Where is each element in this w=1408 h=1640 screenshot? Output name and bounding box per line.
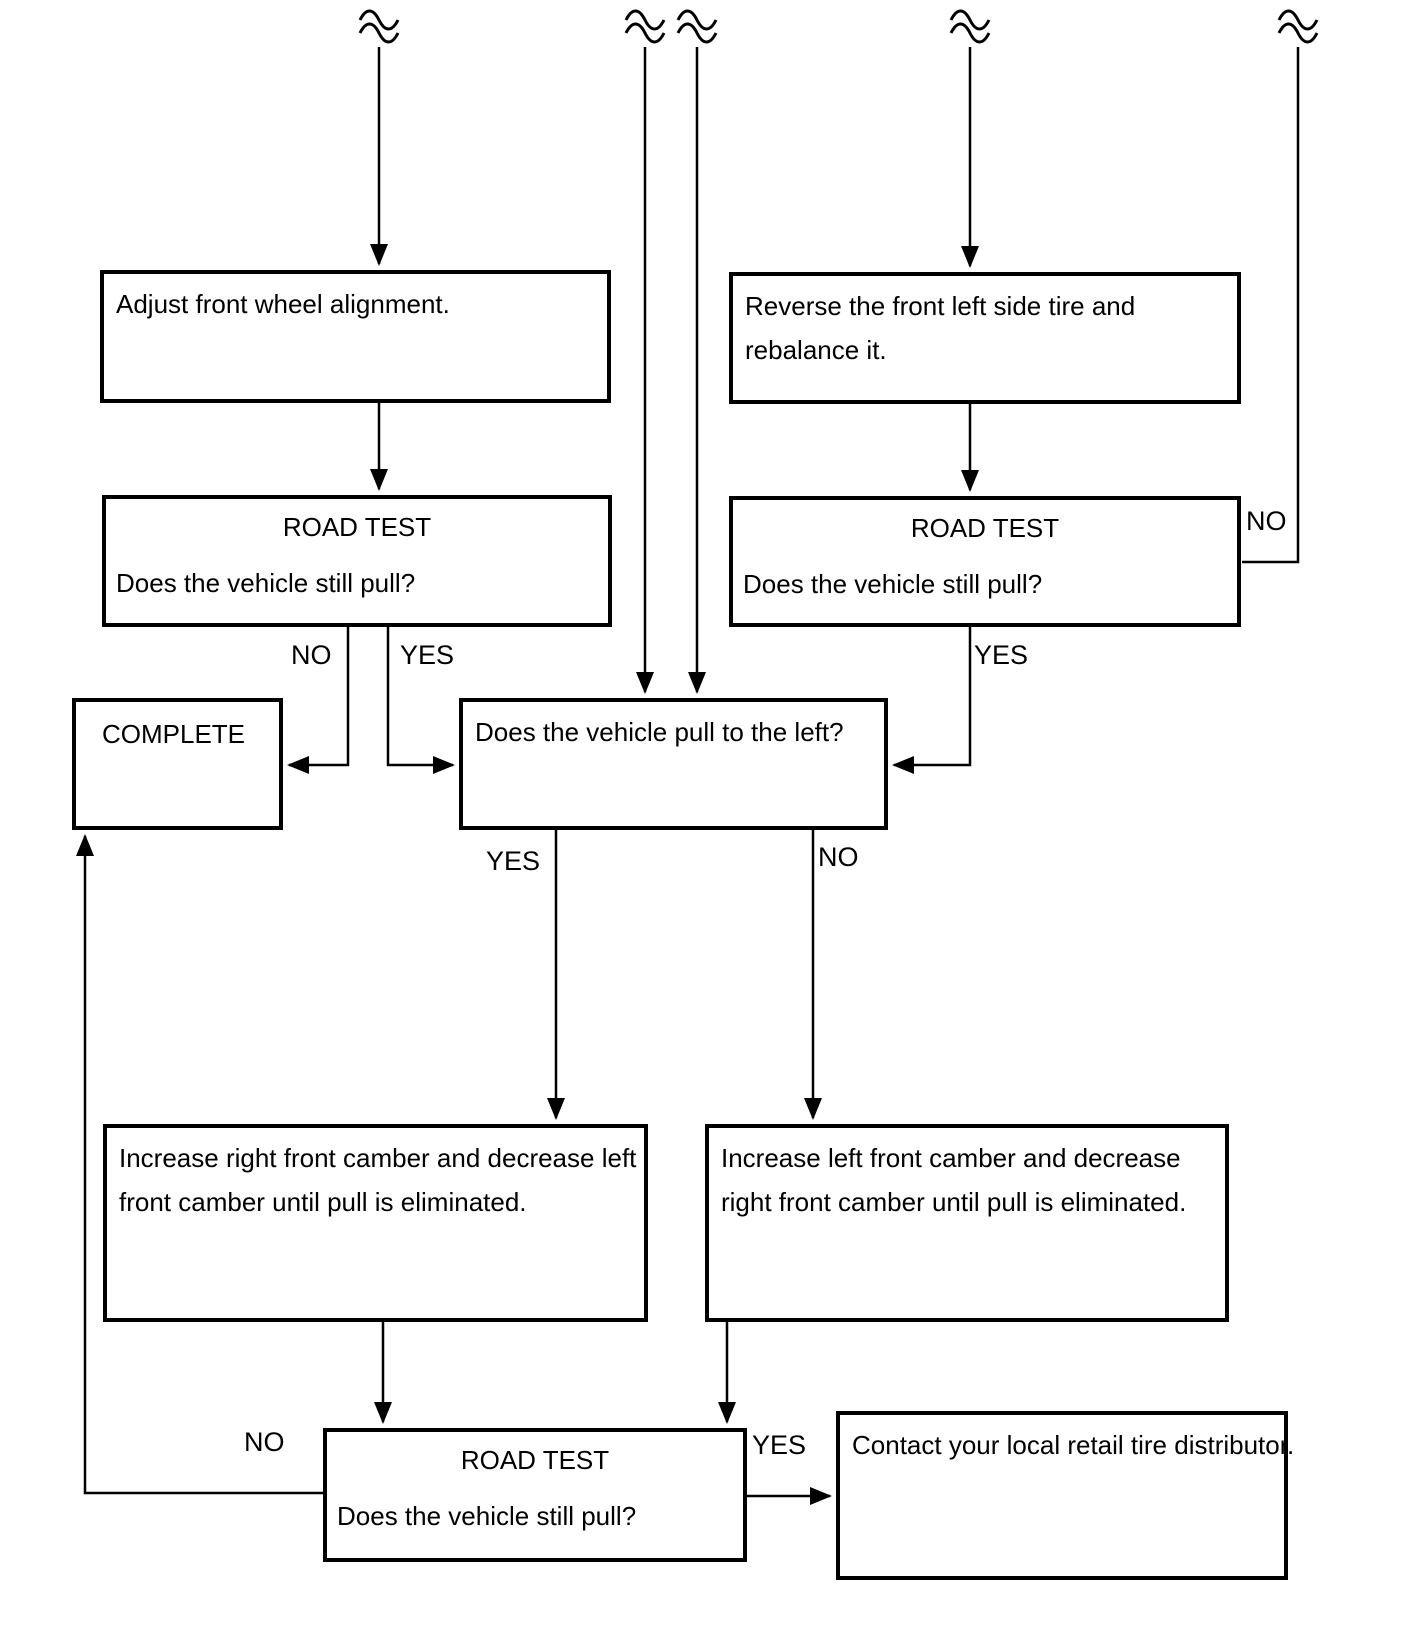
box-pull-left-question: Does the vehicle pull to the left?: [459, 698, 888, 830]
box-road-test-left: ROAD TEST Does the vehicle still pull?: [102, 495, 612, 627]
box-road-test-left-question: Does the vehicle still pull?: [116, 568, 416, 598]
label-road-test-left-no: NO: [291, 640, 332, 670]
box-camber-left-line1: Increase right front camber and decrease…: [119, 1143, 637, 1173]
box-complete-text: COMPLETE: [102, 719, 246, 749]
page-break-symbol: [358, 9, 400, 44]
page-break-symbol: [676, 9, 718, 44]
box-adjust-alignment: Adjust front wheel alignment.: [100, 270, 611, 403]
label-road-test-left-yes: YES: [400, 640, 455, 670]
box-camber-right-line1: Increase left front camber and decrease: [721, 1143, 1181, 1173]
box-reverse-tire: Reverse the front left side tire and reb…: [729, 272, 1241, 404]
label-pull-left-no: NO: [818, 842, 859, 872]
box-road-test-right-question: Does the vehicle still pull?: [743, 569, 1043, 599]
box-contact-distributor: Contact your local retail tire distribut…: [836, 1411, 1295, 1580]
label-road-test-right-no: NO: [1246, 506, 1287, 536]
box-camber-right: Increase left front camber and decrease …: [705, 1124, 1229, 1322]
connector-roadtest-right-yes-to-pull-left: [892, 627, 972, 774]
label-road-test-bottom-yes: YES: [752, 1430, 807, 1460]
page-break-symbol: [624, 9, 666, 44]
connector-roadtest-left-yes-to-pull-left: [386, 627, 455, 774]
label-pull-left-yes: YES: [486, 846, 541, 876]
box-road-test-right-title: ROAD TEST: [910, 513, 1060, 543]
box-road-test-bottom-title: ROAD TEST: [460, 1445, 610, 1475]
box-camber-right-line2: right front camber until pull is elimina…: [721, 1187, 1187, 1217]
connector-roadtest-bottom-no-to-complete: [76, 834, 323, 1495]
box-adjust-alignment-text: Adjust front wheel alignment.: [116, 289, 450, 319]
box-contact-distributor-text: Contact your local retail tire distribut…: [852, 1430, 1295, 1460]
connector-roadtest-left-no-to-complete: [287, 627, 350, 774]
box-camber-left-line2: front camber until pull is eliminated.: [119, 1187, 527, 1217]
box-road-test-bottom: ROAD TEST Does the vehicle still pull?: [323, 1428, 747, 1562]
box-camber-left: Increase right front camber and decrease…: [103, 1124, 648, 1322]
box-road-test-left-title: ROAD TEST: [282, 512, 432, 542]
label-road-test-bottom-no: NO: [244, 1427, 285, 1457]
page-break-symbol: [1277, 9, 1319, 44]
box-pull-left-question-text: Does the vehicle pull to the left?: [475, 717, 844, 747]
box-complete: COMPLETE: [72, 698, 283, 830]
box-road-test-bottom-question: Does the vehicle still pull?: [337, 1501, 637, 1531]
box-reverse-tire-line1: Reverse the front left side tire and: [745, 291, 1136, 321]
label-road-test-right-yes: YES: [974, 640, 1029, 670]
connector-roadtest-right-no-offpage: [1242, 47, 1300, 564]
box-road-test-right: ROAD TEST Does the vehicle still pull?: [729, 496, 1241, 627]
box-reverse-tire-line2: rebalance it.: [745, 335, 887, 365]
page-break-symbol: [949, 9, 991, 44]
